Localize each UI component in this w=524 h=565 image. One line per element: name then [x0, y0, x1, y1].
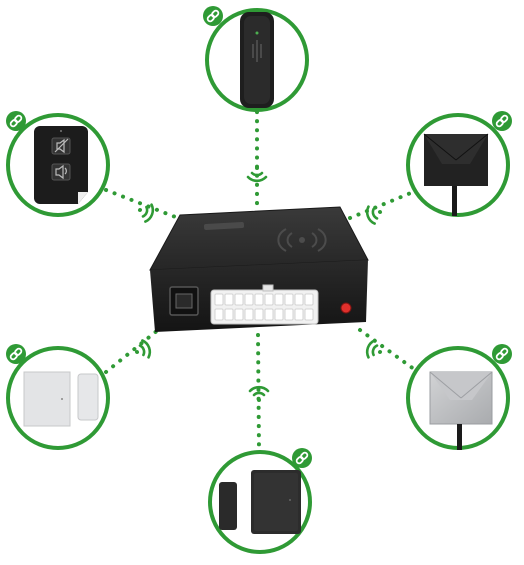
- wireless-signal-icon: [138, 203, 155, 223]
- control-unit-top: [149, 206, 369, 271]
- control-unit: [149, 206, 369, 332]
- speaker-icon: [55, 164, 67, 180]
- connection-lines: [104, 110, 420, 452]
- pin-connector-latch: [262, 284, 274, 292]
- connector-pin: [294, 308, 304, 321]
- connector-pin: [234, 308, 244, 321]
- connector-pin: [254, 293, 264, 306]
- connector-pins: [214, 293, 314, 321]
- connector-pin: [214, 293, 224, 306]
- wireless-signal-icon: [277, 228, 327, 252]
- outdoor-sensor-dark-connection-line: [348, 188, 420, 220]
- outdoor-sensor-dark-device: [423, 133, 489, 216]
- wireless-signal-icon: [248, 385, 270, 402]
- brand-emboss: [203, 222, 245, 230]
- wireless-signal-icon: [246, 166, 268, 183]
- rj-port-inner: [175, 293, 193, 309]
- link-icon: [6, 111, 26, 131]
- connector-pin: [244, 293, 254, 306]
- link-icon: [292, 448, 312, 468]
- remote-key-fob-device: [34, 126, 88, 204]
- connector-pin: [264, 293, 274, 306]
- link-badges: [6, 6, 512, 468]
- wireless-signal-icon: [135, 339, 152, 359]
- connector-pin: [264, 308, 274, 321]
- door-window-sensor-black-device: [219, 470, 301, 534]
- connector-pin: [304, 293, 314, 306]
- connector-pin: [254, 308, 264, 321]
- connector-pin: [284, 293, 294, 306]
- link-icon: [492, 111, 512, 131]
- connector-pin: [244, 308, 254, 321]
- door-window-sensor-black-connection-line: [256, 333, 261, 452]
- connector-pin: [304, 308, 314, 321]
- link-icon: [492, 344, 512, 364]
- link-icon: [203, 6, 223, 26]
- link-icon: [6, 344, 26, 364]
- connector-pin: [234, 293, 244, 306]
- door-window-sensor-white-device: [23, 371, 99, 427]
- mute-icon: [54, 138, 69, 154]
- connector-pin: [214, 308, 224, 321]
- wireless-signal-icon: [365, 339, 382, 359]
- outdoor-sensor-grey-device: [429, 371, 493, 450]
- remote-key-fob-connection-line: [104, 188, 180, 220]
- outdoor-sensor-grey-connection-line: [358, 328, 420, 374]
- connector-pin: [224, 308, 234, 321]
- wireless-signal-icon: [365, 205, 382, 225]
- wireless-siren-device: [240, 12, 274, 108]
- connector-pin: [274, 308, 284, 321]
- connector-pin: [274, 293, 284, 306]
- connector-pin: [224, 293, 234, 306]
- wireless-signals: [135, 166, 382, 402]
- door-window-sensor-white-connection-line: [104, 328, 160, 374]
- red-led-icon: [340, 302, 352, 314]
- connector-pin: [284, 308, 294, 321]
- connector-pin: [294, 293, 304, 306]
